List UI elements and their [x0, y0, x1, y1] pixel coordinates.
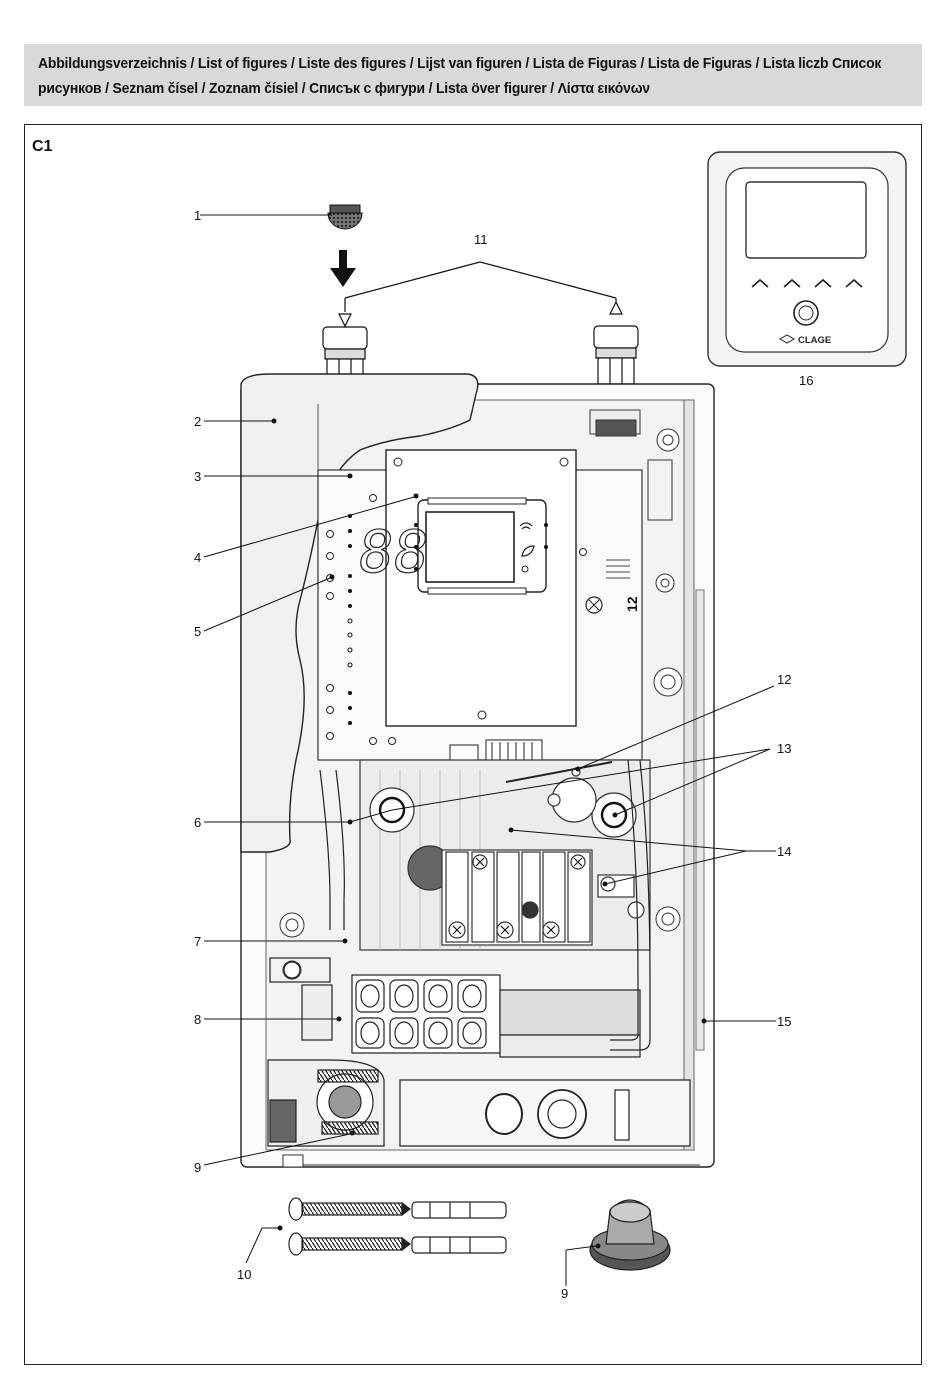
- board-marking: 12: [624, 596, 640, 612]
- callout-9-grommet: 9: [561, 1286, 568, 1301]
- callout-10: 10: [237, 1267, 251, 1282]
- remote-control: CLAGE: [708, 152, 906, 366]
- callout-13: 13: [777, 741, 791, 756]
- callout-6: 6: [194, 815, 201, 830]
- callout-15: 15: [777, 1014, 791, 1029]
- outlet-fitting: [594, 326, 638, 384]
- remote-brand-label: CLAGE: [798, 335, 831, 346]
- led-column: [348, 514, 352, 725]
- electronics-module: 88 12: [318, 450, 642, 767]
- callout-14: 14: [777, 844, 791, 859]
- remote-power-button: [794, 301, 818, 325]
- grommet-part: [590, 1200, 670, 1270]
- callout-4: 4: [194, 550, 201, 565]
- callout-7: 7: [194, 934, 201, 949]
- down-arrow-icon: [330, 268, 356, 287]
- callout-2: 2: [194, 414, 201, 429]
- display-digits: 88: [354, 518, 433, 586]
- screws-and-dowels: [289, 1198, 506, 1255]
- callout-12: 12: [777, 672, 791, 687]
- heating-block: [360, 760, 650, 950]
- callout-3: 3: [194, 469, 201, 484]
- callout-16: 16: [799, 373, 813, 388]
- strainer-part: [200, 205, 362, 287]
- callout-9: 9: [194, 1160, 201, 1175]
- callout-1: 1: [194, 208, 201, 223]
- callout-8: 8: [194, 1012, 201, 1027]
- callout-11-bracket: [339, 262, 622, 326]
- callout-11: 11: [474, 232, 488, 247]
- inlet-fitting: [323, 327, 367, 381]
- callout-5: 5: [194, 624, 201, 639]
